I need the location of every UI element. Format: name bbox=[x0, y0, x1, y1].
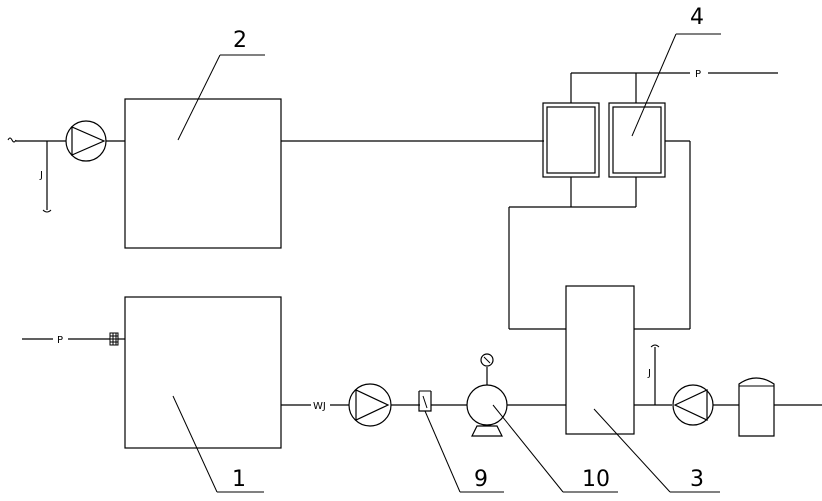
unit-3 bbox=[565, 285, 635, 435]
callout-4-leader bbox=[631, 33, 721, 137]
strainer-9-icon bbox=[418, 390, 432, 412]
callout-label-2: 2 bbox=[233, 28, 247, 53]
top-p-manifold bbox=[570, 72, 778, 103]
pump-10-icon bbox=[466, 353, 508, 437]
callout-label-3: 3 bbox=[690, 467, 704, 492]
nozzle-icon bbox=[109, 332, 125, 346]
pump-lower-left-icon bbox=[348, 383, 392, 427]
callout-3-leader bbox=[593, 408, 720, 493]
callout-1-leader bbox=[172, 395, 264, 493]
pipe-label-j-upper: J bbox=[39, 170, 43, 181]
callout-2-leader bbox=[177, 54, 265, 141]
callout-label-10: 10 bbox=[582, 467, 610, 492]
tank-1 bbox=[124, 296, 282, 449]
tank-2 bbox=[124, 98, 282, 249]
pipe-label-j-right: J bbox=[647, 368, 651, 379]
callout-9-leader bbox=[424, 410, 504, 493]
upper-inlet-line bbox=[7, 137, 66, 213]
callout-label-9: 9 bbox=[474, 467, 488, 492]
storage-vessel-icon bbox=[738, 377, 775, 437]
pipe-label-p-lower: P bbox=[57, 335, 63, 346]
callout-label-4: 4 bbox=[690, 5, 704, 30]
loop-right bbox=[634, 140, 691, 330]
callout-label-1: 1 bbox=[232, 467, 246, 492]
pipe-label-wj: WJ bbox=[313, 401, 326, 412]
j-branch-right bbox=[650, 344, 660, 405]
unit-4-left-element bbox=[542, 102, 600, 178]
pump-upper-left-icon bbox=[65, 120, 107, 162]
pump-right-icon bbox=[672, 384, 714, 426]
unit-4-right-element bbox=[608, 102, 666, 178]
pipe-label-p-top: P bbox=[695, 69, 701, 80]
loop-left bbox=[508, 177, 637, 330]
callout-10-leader bbox=[492, 404, 618, 493]
